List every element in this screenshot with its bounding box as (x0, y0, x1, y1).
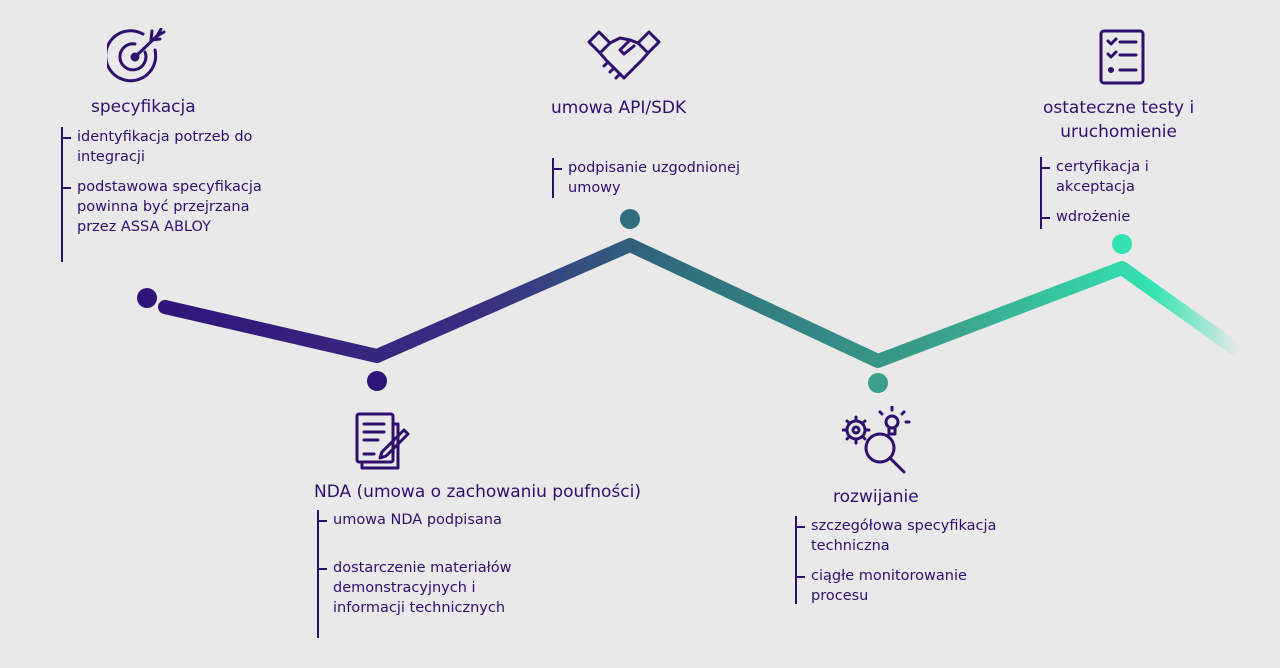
bullet-list-nda: umowa NDA podpisana dostarczenie materia… (317, 510, 511, 638)
bullet-item: identyfikacja potrzeb do integracji (63, 127, 262, 167)
bullet-list-umowa-api: podpisanie uzgodnionej umowy (552, 158, 740, 198)
bullet-item: podstawowa specyfikacja powinna być prze… (63, 179, 262, 235)
stage-title-specyfikacja: specyfikacja (91, 97, 196, 117)
timeline-dot-specyfikacja (137, 288, 157, 308)
stage-title-rozwijanie: rozwijanie (833, 487, 919, 507)
stage-title-ostateczne: ostateczne testy i uruchomienie (1043, 98, 1195, 142)
timeline-dot-ostateczne (1112, 234, 1132, 254)
bullet-item: umowa NDA podpisana (318, 510, 511, 530)
bullet-item: podpisanie uzgodnionej umowy (553, 160, 741, 196)
handshake-icon (587, 30, 661, 80)
stage-title-nda: NDA (umowa o zachowaniu poufności) (314, 482, 641, 502)
bullet-item: certyfikacja i akceptacja (1042, 159, 1149, 195)
document-pen-icon (355, 412, 410, 470)
timeline-path (158, 238, 1247, 368)
bullet-list-ostateczne: certyfikacja i akceptacja wdrożenie (1040, 157, 1149, 229)
timeline-dot-umowa-api (620, 209, 640, 229)
bullet-list-specyfikacja: identyfikacja potrzeb do integracji pods… (61, 127, 262, 262)
bullet-item: ciągłe monitorowanie procesu (796, 566, 996, 606)
bullet-item: wdrożenie (1042, 207, 1149, 227)
gears-magnifier-icon (842, 406, 911, 474)
target-icon (107, 28, 166, 83)
bullet-list-rozwijanie: szczegółowa specyfikacja techniczna ciąg… (795, 516, 996, 604)
timeline-dot-nda (367, 371, 387, 391)
bullet-item: dostarczenie materiałów demonstracyjnych… (318, 560, 512, 616)
timeline-dot-rozwijanie (868, 373, 888, 393)
bullet-item: szczegółowa specyfikacja techniczna (796, 518, 997, 554)
stage-title-umowa-api: umowa API/SDK (551, 98, 687, 118)
checklist-icon (1099, 29, 1145, 85)
